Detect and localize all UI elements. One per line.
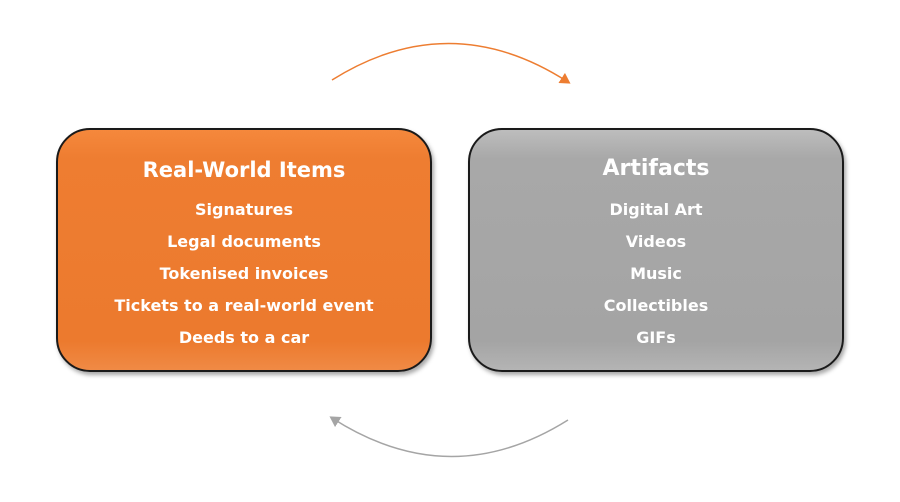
list-item: Tickets to a real-world event xyxy=(114,296,374,315)
artifacts-list: Digital Art Videos Music Collectibles GI… xyxy=(470,194,842,354)
list-item: Videos xyxy=(625,232,687,251)
list-item: Tokenised invoices xyxy=(159,264,329,283)
list-item: Collectibles xyxy=(603,296,709,315)
list-item: Music xyxy=(630,264,682,283)
artifacts-box: Artifacts Digital Art Videos Music Colle… xyxy=(468,128,844,372)
artifacts-title: Artifacts xyxy=(602,156,710,181)
bottom-cycle-arrow xyxy=(329,416,569,458)
list-item: Digital Art xyxy=(609,200,703,219)
list-item: Legal documents xyxy=(167,232,321,251)
real-world-items-title: Real-World Items xyxy=(142,158,346,182)
list-item: GIFs xyxy=(636,328,676,347)
top-cycle-arrow xyxy=(331,42,571,84)
list-item: Deeds to a car xyxy=(178,328,310,347)
list-item: Signatures xyxy=(195,200,293,219)
real-world-items-box: Real-World Items Signatures Legal docume… xyxy=(56,128,432,372)
real-world-items-list: Signatures Legal documents Tokenised inv… xyxy=(58,194,430,354)
